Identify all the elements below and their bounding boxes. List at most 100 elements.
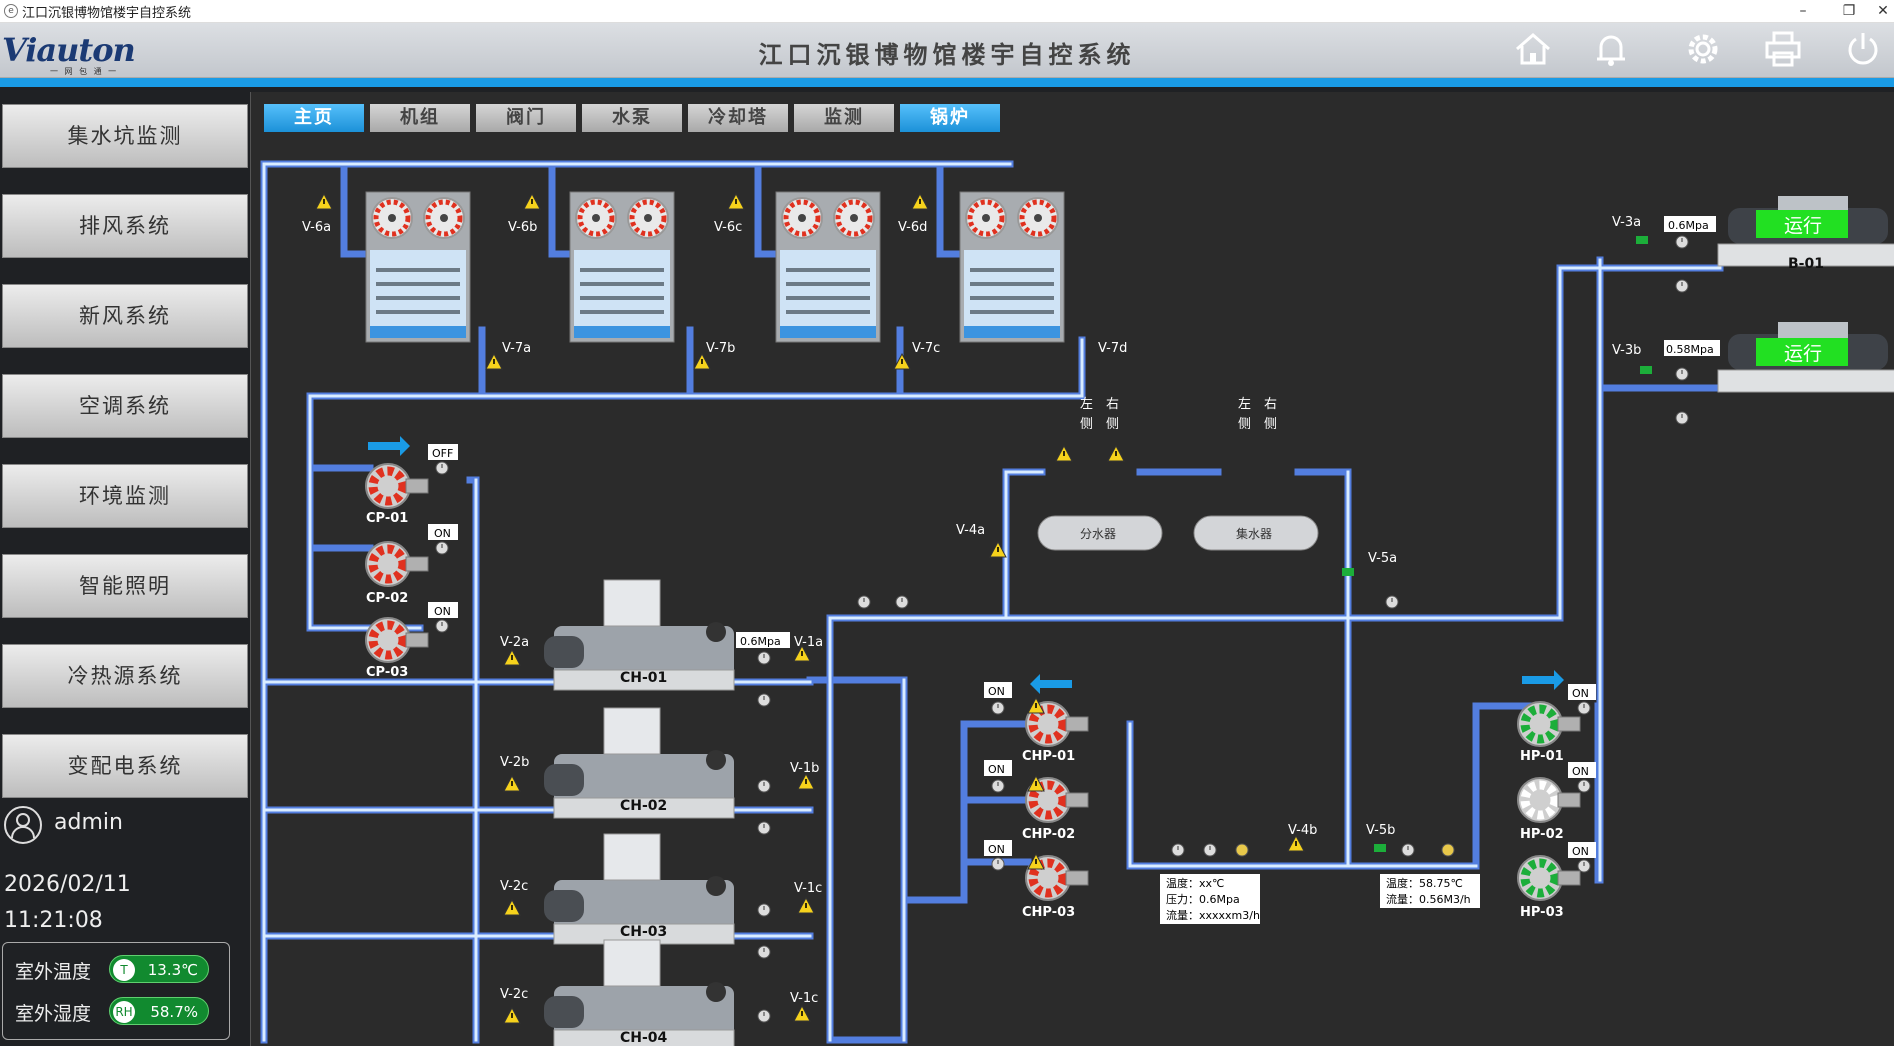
alarm-icon <box>503 899 521 916</box>
pump-state-badge <box>1568 762 1596 778</box>
pump-label-chp01: CHP-01 <box>1022 749 1075 764</box>
gauge-icon <box>1675 235 1689 249</box>
collector-label: 集水器 <box>1236 526 1272 541</box>
water-collector[interactable] <box>1193 515 1319 551</box>
pressure-badge <box>1664 340 1720 356</box>
pump-hp01[interactable] <box>1518 702 1580 746</box>
coll-right-1: 右 <box>1264 397 1277 412</box>
sidebar-item-exhaust[interactable]: 排风系统 <box>2 194 248 258</box>
sidebar-item-hvac[interactable]: 空调系统 <box>2 374 248 438</box>
pump-label-chp02: CHP-02 <box>1022 827 1075 842</box>
tab-home[interactable]: 主页 <box>264 104 364 132</box>
pump-state-cp03: ON <box>434 605 451 618</box>
alarm-icon <box>911 193 929 210</box>
readout-panel-2 <box>1380 874 1480 908</box>
humidity-icon: RH <box>113 1001 135 1023</box>
cooling-tower-2[interactable] <box>568 190 676 344</box>
home-icon[interactable] <box>1510 29 1556 73</box>
valve-label-v3b[interactable]: V-3b <box>1612 343 1641 358</box>
alarm-icon <box>1287 835 1305 852</box>
valve-label-v7b[interactable]: V-7b <box>706 341 735 356</box>
hvac-diagram: V-6a V-6b V-6c V-6d V-7a V-7b V-7c V-7d … <box>260 160 1894 1046</box>
gauge-icon <box>1171 843 1185 857</box>
gauge-icon <box>991 779 1005 793</box>
sidebar-item-environment[interactable]: 环境监测 <box>2 464 248 528</box>
tab-pumps[interactable]: 水泵 <box>582 104 682 132</box>
boiler-b02-status: 运行 <box>1784 343 1822 365</box>
alarm-icon <box>727 193 745 210</box>
valve-label-v1b[interactable]: V-1b <box>790 761 819 776</box>
dist-right-2: 侧 <box>1106 417 1119 432</box>
cooling-tower-3[interactable] <box>774 190 882 344</box>
pump-label-hp01: HP-01 <box>1520 749 1564 764</box>
valve-label-v2c-2[interactable]: V-2c <box>500 987 528 1002</box>
alarm-icon <box>693 353 711 370</box>
valve-label-v3a[interactable]: V-3a <box>1612 215 1641 230</box>
pump-hp03[interactable] <box>1518 856 1580 900</box>
chiller-label-ch01: CH-01 <box>620 670 667 686</box>
sidebar-item-hvac-source[interactable]: 冷热源系统 <box>2 644 248 708</box>
pump-cp02[interactable] <box>366 542 428 586</box>
sidebar-item-power[interactable]: 变配电系统 <box>2 734 248 798</box>
bell-icon[interactable] <box>1588 29 1634 73</box>
valve-label-v6c[interactable]: V-6c <box>714 220 742 235</box>
gauge-icon <box>1675 279 1689 293</box>
valve-label-v6d[interactable]: V-6d <box>898 220 927 235</box>
gauge-icon <box>757 651 771 665</box>
valve-label-v7a[interactable]: V-7a <box>502 341 531 356</box>
valve-label-v5a[interactable]: V-5a <box>1368 551 1397 566</box>
valve-v3a-indicator <box>1636 236 1648 244</box>
outdoor-temp-value: 13.3℃ <box>147 961 198 979</box>
chiller-label-ch04: CH-04 <box>620 1030 668 1046</box>
sidebar-item-lighting[interactable]: 智能照明 <box>2 554 248 618</box>
gauge-icon <box>1675 411 1689 425</box>
valve-label-v2c[interactable]: V-2c <box>500 879 528 894</box>
sensor-icon <box>1235 843 1249 857</box>
cooling-tower-1[interactable] <box>364 190 472 344</box>
cooling-tower-4[interactable] <box>958 190 1066 344</box>
gauge-icon <box>757 693 771 707</box>
current-time: 11:21:08 <box>4 908 103 933</box>
tab-boiler[interactable]: 锅炉 <box>900 104 1000 132</box>
valve-label-v2a[interactable]: V-2a <box>500 635 529 650</box>
valve-label-v6a[interactable]: V-6a <box>302 220 331 235</box>
valve-label-v2b[interactable]: V-2b <box>500 755 529 770</box>
gauge-icon <box>895 595 909 609</box>
gear-icon[interactable] <box>1680 29 1726 73</box>
alarm-icon <box>797 897 815 914</box>
valve-label-v1a[interactable]: V-1a <box>794 635 823 650</box>
valve-label-v7d[interactable]: V-7d <box>1098 341 1127 356</box>
tab-units[interactable]: 机组 <box>370 104 470 132</box>
water-distributor[interactable] <box>1037 515 1163 551</box>
readout1-temp: 温度：xx℃ <box>1166 876 1224 890</box>
dist-left-2: 侧 <box>1080 417 1093 432</box>
tab-monitor[interactable]: 监测 <box>794 104 894 132</box>
maximize-button[interactable]: ❐ <box>1842 3 1856 19</box>
alarm-icon <box>503 649 521 666</box>
gauge-icon <box>857 595 871 609</box>
valve-label-v4a[interactable]: V-4a <box>956 523 985 538</box>
minimize-button[interactable]: – <box>1799 3 1807 19</box>
gauge-icon <box>991 701 1005 715</box>
tab-valves[interactable]: 阀门 <box>476 104 576 132</box>
valve-label-v5b[interactable]: V-5b <box>1366 823 1395 838</box>
coll-right-2: 侧 <box>1264 417 1277 432</box>
valve-label-v7c[interactable]: V-7c <box>912 341 940 356</box>
outdoor-humidity-value: 58.7% <box>150 1003 198 1021</box>
printer-icon[interactable] <box>1760 29 1806 73</box>
close-button[interactable]: ✕ <box>1877 3 1889 19</box>
pump-hp02[interactable] <box>1518 778 1580 822</box>
tab-cooling-tower[interactable]: 冷却塔 <box>688 104 788 132</box>
chiller-label-ch02: CH-02 <box>620 798 667 814</box>
sensor-icon <box>1441 843 1455 857</box>
sidebar-item-fresh-air[interactable]: 新风系统 <box>2 284 248 348</box>
valve-label-v4b[interactable]: V-4b <box>1288 823 1317 838</box>
pump-cp01[interactable] <box>366 464 428 508</box>
valve-label-v6b[interactable]: V-6b <box>508 220 537 235</box>
gauge-icon <box>757 779 771 793</box>
sidebar-item-sump-monitor[interactable]: 集水坑监测 <box>2 104 248 168</box>
power-icon[interactable] <box>1840 29 1886 73</box>
valve-label-v1c[interactable]: V-1c <box>794 881 822 896</box>
avatar-icon <box>4 806 42 844</box>
valve-label-v1c-2[interactable]: V-1c <box>790 991 818 1006</box>
